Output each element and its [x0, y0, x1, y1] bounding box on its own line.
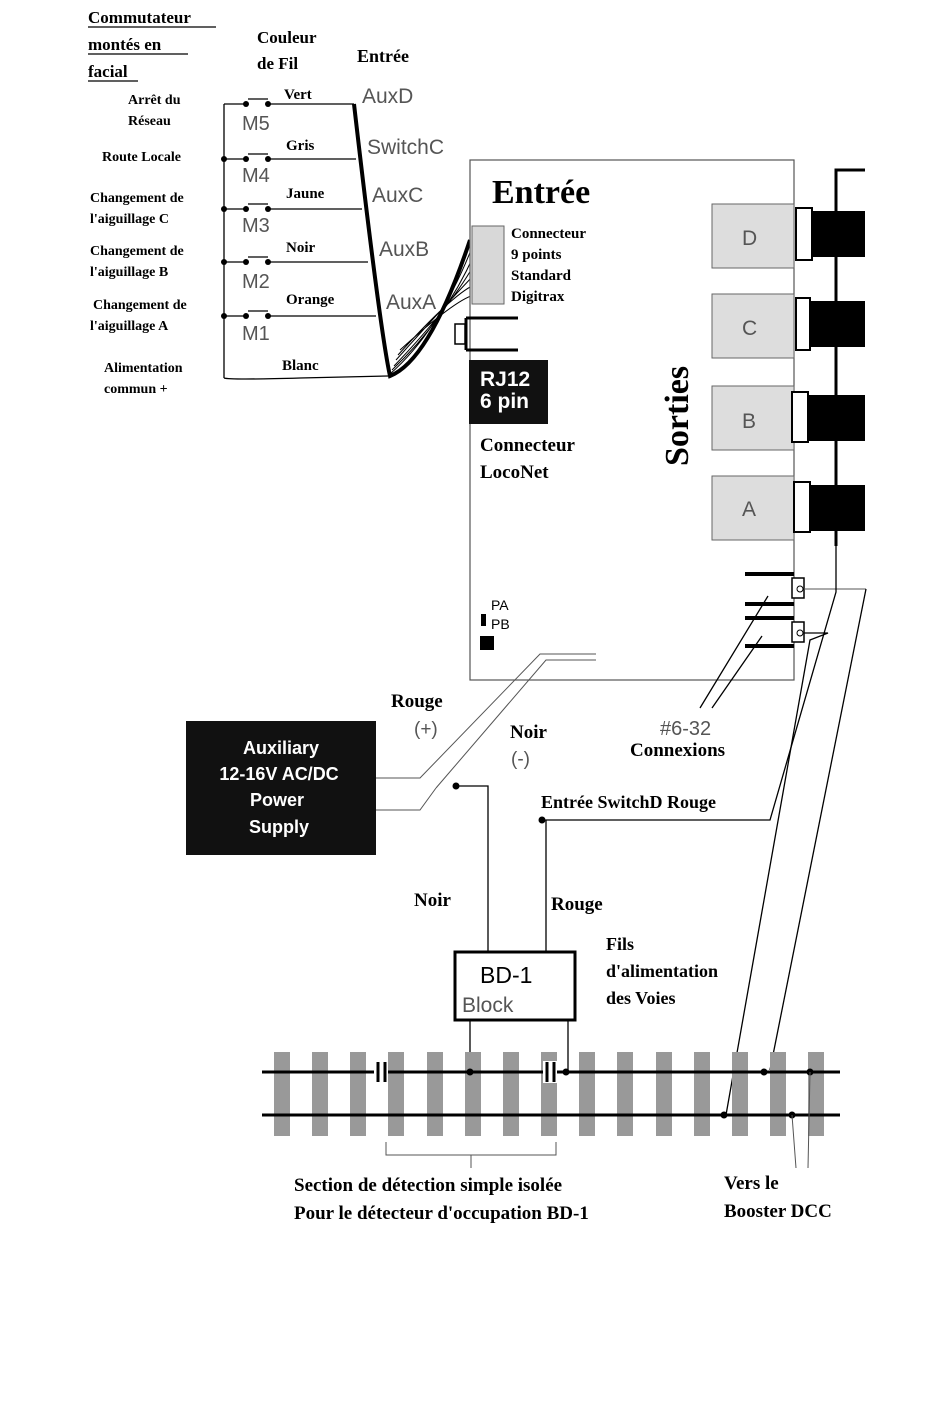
input-auxb: AuxB — [379, 238, 429, 261]
output-a: A — [711, 475, 865, 541]
input-auxd: AuxD — [362, 85, 413, 108]
connections-label: Connexions — [630, 740, 725, 761]
output-a-label: A — [742, 498, 756, 521]
panel-heading-line-1: Commutateur — [88, 8, 191, 27]
function-label-m1-line-1: Changement de — [93, 298, 187, 313]
rouge-plus-label: Rouge — [391, 691, 443, 712]
input-auxc: AuxC — [372, 184, 423, 207]
output-b: B — [711, 385, 865, 451]
common-label-line-1: Alimentation — [104, 361, 183, 376]
noir-minus-label: Noir — [510, 722, 548, 743]
rj12-label-line-1: RJ12 — [480, 368, 530, 391]
connector-label-line-3: Standard — [511, 268, 572, 284]
module-title: Entrée — [492, 174, 590, 211]
power-supply-line-2: 12-16V AC/DC — [219, 764, 338, 784]
wire-color-jaune: Jaune — [286, 186, 325, 202]
rj12-socket — [464, 316, 518, 352]
section-label-line-2: Pour le détecteur d'occupation BD-1 — [294, 1203, 589, 1224]
common-wire — [223, 375, 389, 380]
input-switchc: SwitchC — [367, 136, 444, 159]
switch-label-m2: M2 — [242, 271, 270, 293]
rj12-label-line-2: 6 pin — [480, 390, 529, 413]
module-box: Entrée Connecteur 9 points Standard Digi… — [454, 159, 865, 681]
power-supply: Auxiliary 12-16V AC/DC Power Supply — [186, 721, 376, 855]
nine-pin-connector — [471, 225, 505, 305]
dcc-bus-line — [834, 168, 865, 546]
switch-label-m3: M3 — [242, 215, 270, 237]
wire-color-heading-line-2: de Fil — [257, 54, 298, 73]
screw-arrows — [699, 595, 769, 709]
function-label-m4: Route Locale — [102, 150, 181, 165]
connector-label-line-4: Digitrax — [511, 289, 565, 305]
wire-color-gris: Gris — [286, 138, 314, 154]
minus-label: (-) — [511, 749, 530, 770]
switchd-label: Entrée SwitchD Rouge — [541, 792, 716, 812]
pa-label: PA — [491, 597, 509, 613]
switch-panel: Commutateur montés en facial Couleur de … — [88, 8, 475, 397]
rj12-label-box — [469, 360, 548, 424]
pb-label: PB — [491, 616, 510, 632]
feeders-label-line-1: Fils — [606, 934, 634, 954]
bd1-rouge-label: Rouge — [551, 894, 603, 915]
output-b-label: B — [742, 410, 756, 433]
loconet-label-line-2: LocoNet — [480, 462, 549, 483]
outputs-label: Sorties — [659, 366, 696, 466]
feeders-label-line-2: d'alimentation — [606, 961, 718, 981]
track — [262, 1052, 840, 1169]
wire-color-vert: Vert — [284, 87, 312, 103]
wire-color-blanc: Blanc — [282, 358, 319, 374]
function-label-m5-line-1: Arrêt du — [128, 93, 181, 108]
power-supply-line-1: Auxiliary — [243, 738, 319, 758]
plus-label: (+) — [414, 719, 438, 740]
panel-heading-line-2: montés en — [88, 35, 162, 54]
switch-label-m1: M1 — [242, 323, 270, 345]
switch-label-m5: M5 — [242, 113, 270, 135]
bd1-block: BD-1 Block — [453, 950, 577, 1072]
connector-label-line-1: Connecteur — [511, 226, 586, 242]
output-d: D — [711, 203, 865, 269]
booster-label-line-1: Vers le — [724, 1173, 779, 1194]
wire-color-heading-line-1: Couleur — [257, 28, 317, 47]
section-label-line-1: Section de détection simple isolée — [294, 1175, 562, 1196]
function-label-m2-line-2: l'aiguillage B — [90, 265, 168, 280]
screw-label: #6-32 — [660, 718, 711, 740]
panel-heading-line-3: facial — [88, 62, 128, 81]
power-supply-line-4: Supply — [249, 817, 309, 837]
switch-m2: M2 — [221, 256, 368, 293]
bd1-title: BD-1 — [480, 962, 532, 988]
output-c: C — [711, 293, 865, 359]
screw-terminals — [745, 572, 805, 648]
output-d-label: D — [742, 227, 757, 250]
bd1-noir-label: Noir — [414, 890, 452, 911]
switch-m1: M1 — [221, 310, 376, 345]
function-label-m2-line-1: Changement de — [90, 244, 184, 259]
bd1-subtitle: Block — [462, 994, 514, 1017]
function-label-m3-line-2: l'aiguillage C — [90, 212, 169, 227]
switch-m3: M3 — [221, 203, 362, 237]
section-bracket — [385, 1142, 557, 1168]
wire-color-noir: Noir — [286, 240, 316, 256]
function-label-m5-line-2: Réseau — [128, 114, 171, 129]
wire-color-orange: Orange — [286, 292, 335, 308]
pa-pb-jumper — [480, 636, 494, 650]
input-heading: Entrée — [357, 46, 409, 66]
switch-label-m4: M4 — [242, 165, 270, 187]
common-label-line-2: commun + — [104, 382, 168, 397]
function-label-m3-line-1: Changement de — [90, 191, 184, 206]
loconet-label-line-1: Connecteur — [480, 435, 576, 456]
power-supply-line-3: Power — [250, 790, 304, 810]
output-c-label: C — [742, 317, 757, 340]
switch-m4: M4 — [221, 153, 356, 187]
booster-label-line-2: Booster DCC — [724, 1201, 832, 1222]
feeders-label-line-3: des Voies — [606, 988, 676, 1008]
function-label-m1-line-2: l'aiguillage A — [90, 319, 169, 334]
switch-m5: M5 — [224, 98, 354, 135]
connector-label-line-2: 9 points — [511, 247, 562, 263]
input-auxa: AuxA — [386, 291, 436, 314]
